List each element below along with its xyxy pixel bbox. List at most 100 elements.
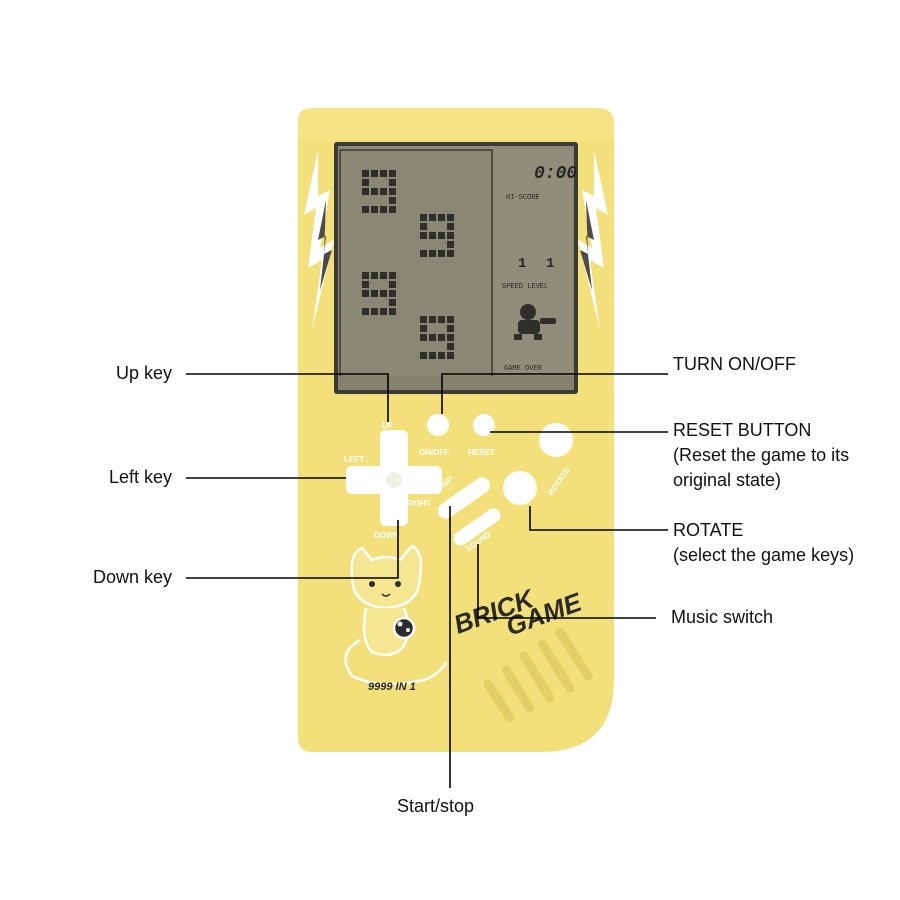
lcd-brick xyxy=(389,170,396,177)
lcd-brick xyxy=(447,223,454,230)
lcd-game-over-label: GAME OVER xyxy=(504,365,543,373)
right-lightning-decoration xyxy=(578,150,608,330)
lcd-brick xyxy=(420,250,427,257)
lcd-brick xyxy=(389,308,396,315)
rotate-button[interactable] xyxy=(503,471,537,505)
lcd-brick xyxy=(429,250,436,257)
lcd-brick xyxy=(420,214,427,221)
lcd-side-panel: 0:00 HI-SCORE 1 1 SPEED LEVEL GAME OVER xyxy=(502,164,577,373)
lcd-brick xyxy=(420,232,427,239)
reset-button[interactable] xyxy=(473,414,495,436)
lcd-brick xyxy=(447,241,454,248)
lcd-brick xyxy=(371,308,378,315)
lcd-speed-level-label: SPEED LEVEL xyxy=(502,283,548,291)
lcd-brick xyxy=(371,206,378,213)
annotation-reset-title: RESET BUTTON xyxy=(673,420,812,440)
lcd-brick xyxy=(438,316,445,323)
lcd-character-icon xyxy=(514,304,556,340)
annotation-left-key: Left key xyxy=(108,467,172,487)
lcd-brick xyxy=(420,352,427,359)
lcd-brick xyxy=(362,281,369,288)
lcd-brick xyxy=(447,334,454,341)
lcd-brick xyxy=(380,308,387,315)
lcd-brick xyxy=(362,308,369,315)
label-up: UP xyxy=(382,421,394,430)
annotation-turn-on-off: TURN ON/OFF xyxy=(673,354,796,374)
lcd-score: 0:00 xyxy=(534,164,577,184)
leader-down-key xyxy=(186,520,399,579)
annotation-lines xyxy=(186,373,668,788)
lcd-brick xyxy=(429,232,436,239)
lcd-brick xyxy=(389,299,396,306)
lcd-brick xyxy=(438,232,445,239)
annotation-reset-desc-1: (Reset the game to its xyxy=(673,445,850,465)
lcd-brick xyxy=(389,272,396,279)
sound-button[interactable] xyxy=(451,506,503,548)
lcd-brick xyxy=(438,214,445,221)
d-pad[interactable] xyxy=(346,430,442,526)
lcd-brick xyxy=(362,206,369,213)
lcd-brick xyxy=(362,290,369,297)
label-right: RIGHT xyxy=(406,499,431,508)
lcd-brick xyxy=(447,343,454,350)
start-stop-button[interactable] xyxy=(435,474,493,522)
on-off-button[interactable] xyxy=(427,414,449,436)
lcd-brick xyxy=(380,170,387,177)
lcd-brick xyxy=(371,170,378,177)
leader-up-key xyxy=(186,373,389,422)
lcd-brick xyxy=(380,188,387,195)
leader-on-off xyxy=(441,373,668,414)
speaker-grille xyxy=(483,627,593,723)
lcd-brick xyxy=(389,281,396,288)
label-left: LEFT xyxy=(344,455,364,464)
lcd-brick-digits xyxy=(362,170,454,359)
lcd-brick xyxy=(380,272,387,279)
lcd-brick xyxy=(447,325,454,332)
lcd-brick xyxy=(371,290,378,297)
lcd-brick xyxy=(389,179,396,186)
lcd-brick xyxy=(438,250,445,257)
lcd-brick xyxy=(438,334,445,341)
lcd-brick xyxy=(447,232,454,239)
annotation-down-key: Down key xyxy=(92,567,172,587)
label-reset: RESET xyxy=(468,448,495,457)
lcd-brick xyxy=(420,334,427,341)
lcd-brick xyxy=(420,223,427,230)
lcd-brick xyxy=(429,352,436,359)
annotation-reset-desc-2: original state) xyxy=(673,470,782,490)
lcd-brick xyxy=(371,272,378,279)
annotation-rotate-title: ROTATE xyxy=(673,520,744,540)
lcd-brick xyxy=(362,272,369,279)
leader-music xyxy=(477,544,656,619)
cat-mascot xyxy=(344,544,448,686)
lcd-brick xyxy=(429,214,436,221)
lcd-brick xyxy=(447,352,454,359)
leader-rotate xyxy=(529,506,668,531)
left-lightning-decoration xyxy=(304,150,334,330)
lcd-brick xyxy=(389,188,396,195)
lcd-brick xyxy=(447,316,454,323)
lcd-brick xyxy=(447,250,454,257)
lcd-brick xyxy=(371,188,378,195)
lcd-hi-score-label: HI-SCORE xyxy=(506,194,540,202)
lcd-brick xyxy=(389,290,396,297)
annotation-start-stop: Start/stop xyxy=(397,796,475,816)
lcd-brick xyxy=(420,325,427,332)
rotate-button-top[interactable] xyxy=(539,423,573,457)
lcd-brick xyxy=(380,290,387,297)
lcd-speed-value: 1 xyxy=(518,256,526,272)
lcd-brick xyxy=(362,179,369,186)
lcd-level-value: 1 xyxy=(546,256,554,272)
lcd-brick xyxy=(362,170,369,177)
model-label: 9999 IN 1 xyxy=(368,681,416,693)
annotation-music-switch: Music switch xyxy=(671,607,774,627)
lcd-brick xyxy=(389,197,396,204)
lcd-brick xyxy=(447,214,454,221)
label-on-off: ON/OFF xyxy=(419,448,449,457)
lcd-brick xyxy=(380,206,387,213)
screen xyxy=(334,142,578,394)
annotation-rotate-desc: (select the game keys) xyxy=(673,545,855,565)
lcd-brick xyxy=(362,188,369,195)
